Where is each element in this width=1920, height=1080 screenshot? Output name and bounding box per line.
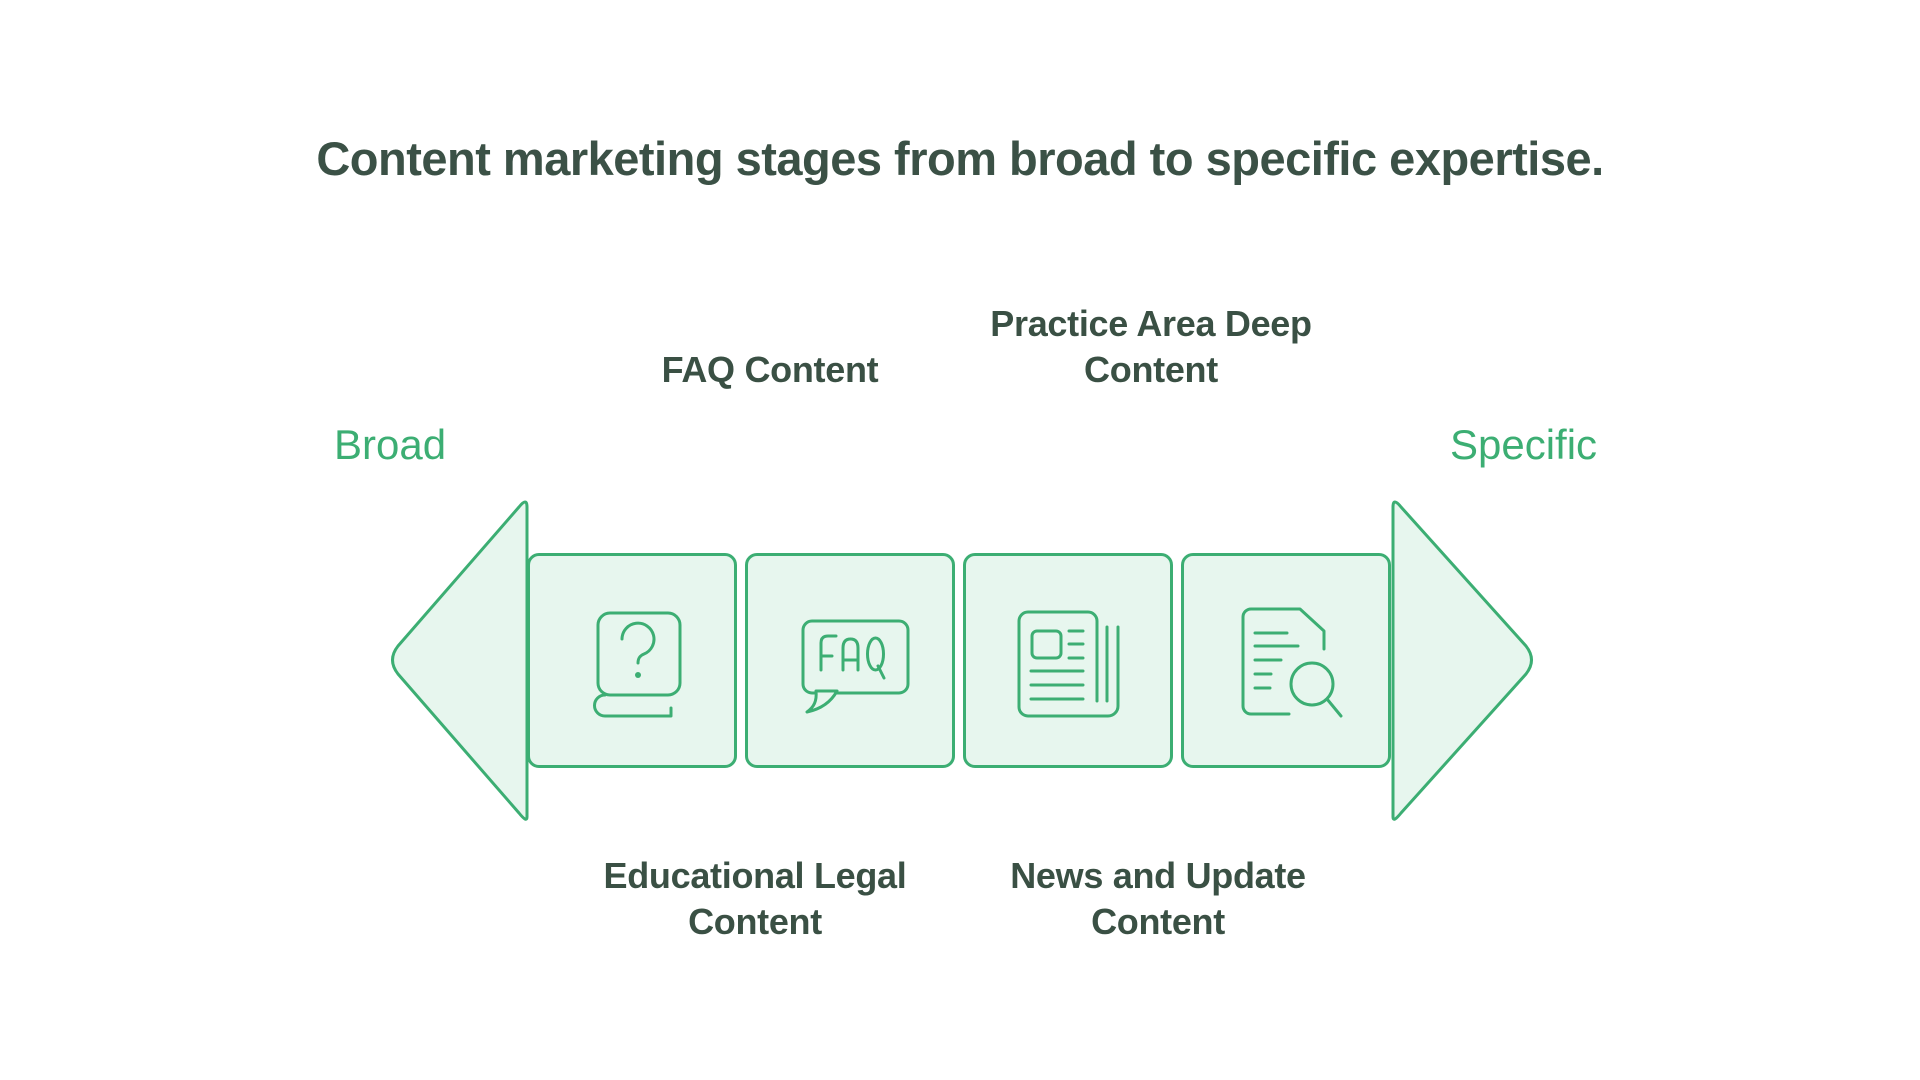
specific-label: Specific: [1450, 421, 1598, 468]
stage-label-news-line1: News and Update: [1010, 855, 1306, 896]
right-arrowhead: [1391, 500, 1533, 821]
stage-label-faq-line: FAQ Content: [661, 349, 879, 390]
page-title: Content marketing stages from broad to s…: [316, 132, 1604, 185]
stage-box-educational: [527, 553, 737, 768]
stage-label-faq: FAQ Content: [662, 347, 879, 393]
faq-speech-bubble-icon: [801, 619, 910, 714]
stage-box-news: [963, 553, 1173, 768]
stage-label-educational-line2: Content: [688, 901, 822, 942]
stage-label-news-line2: Content: [1091, 901, 1225, 942]
stage-label-practice-line2: Content: [1084, 349, 1218, 390]
stage-label-educational: Educational Legal Content: [604, 853, 907, 945]
stage-label-practice-line1: Practice Area Deep: [990, 303, 1312, 344]
left-arrowhead: [391, 500, 529, 821]
stage-label-practice: Practice Area Deep Content: [990, 301, 1312, 393]
stage-box-practice: [1181, 553, 1391, 768]
stage-label-educational-line1: Educational Legal: [603, 855, 907, 896]
newspaper-icon: [1017, 610, 1120, 718]
broad-label: Broad: [334, 421, 447, 468]
stage-label-news: News and Update Content: [1010, 853, 1306, 945]
stage-box-faq: [745, 553, 955, 768]
document-search-icon: [1241, 607, 1343, 718]
faq-letters: [819, 634, 886, 680]
book-question-icon: [593, 611, 682, 718]
